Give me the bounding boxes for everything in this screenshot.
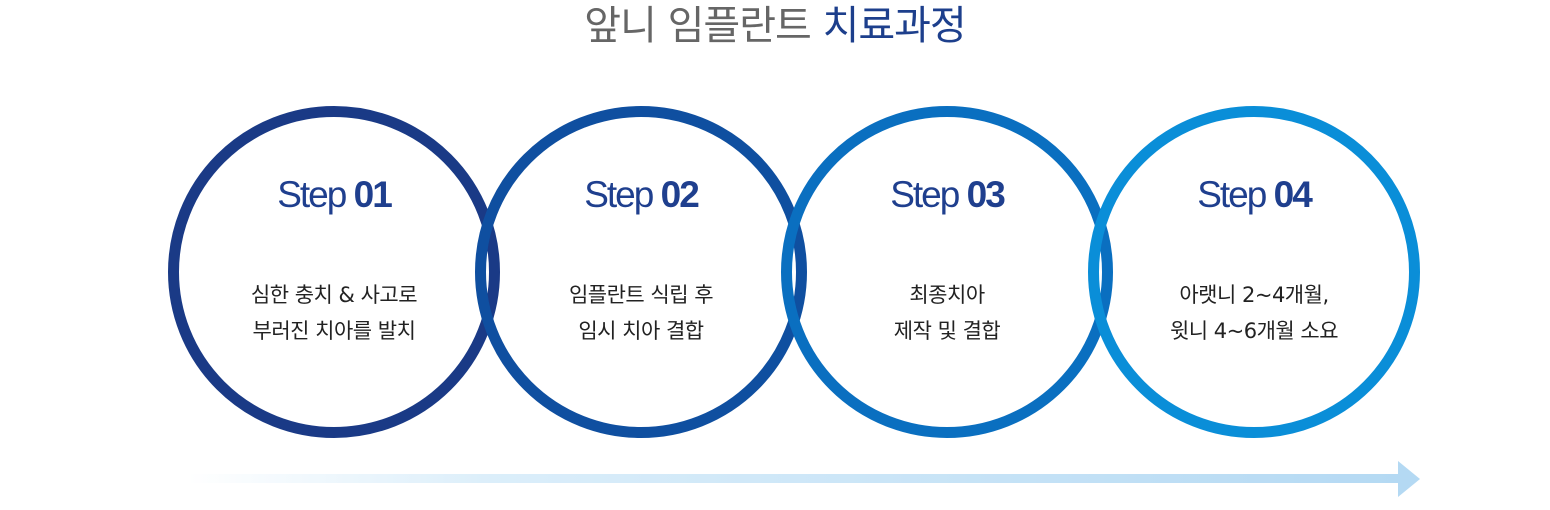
title-highlight: 치료과정: [822, 3, 967, 49]
step-01-circle: Step 01 심한 충치 & 사고로 부러진 치아를 발치: [168, 106, 500, 438]
step-03-number: 03: [966, 174, 1006, 215]
step-02-circle: Step 02 임플란트 식립 후 임시 치아 결합: [475, 106, 807, 438]
step-01-label-prefix: Step: [277, 174, 347, 215]
step-02-number: 02: [660, 174, 700, 215]
title-main: 앞니 임플란트: [584, 3, 812, 49]
step-03-label: Step 03: [792, 171, 1102, 219]
step-01-line1: 심한 충치 & 사고로: [250, 283, 418, 307]
step-03-circle: Step 03 최종치아 제작 및 결합: [781, 106, 1113, 438]
step-03-line2: 제작 및 결합: [893, 319, 1001, 343]
step-01-label: Step 01: [179, 171, 489, 219]
step-01-number: 01: [353, 174, 393, 215]
step-01-description: 심한 충치 & 사고로 부러진 치아를 발치: [179, 277, 489, 349]
arrow-head: [1398, 461, 1420, 497]
step-04-circle: Step 04 아랫니 2~4개월, 윗니 4~6개월 소요: [1088, 106, 1420, 438]
step-03-label-prefix: Step: [890, 174, 960, 215]
step-01-line2: 부러진 치아를 발치: [252, 319, 416, 343]
step-04-line1: 아랫니 2~4개월,: [1179, 283, 1329, 307]
step-02-label: Step 02: [486, 171, 796, 219]
step-02-line1: 임플란트 식립 후: [568, 283, 714, 307]
step-04-description: 아랫니 2~4개월, 윗니 4~6개월 소요: [1099, 277, 1409, 349]
arrow-shaft: [188, 474, 1400, 483]
step-03-line1: 최종치아: [909, 283, 985, 307]
step-02-line2: 임시 치아 결합: [578, 319, 704, 343]
step-02-description: 임플란트 식립 후 임시 치아 결합: [486, 277, 796, 349]
step-04-line2: 윗니 4~6개월 소요: [1169, 319, 1339, 343]
step-04-label: Step 04: [1099, 171, 1409, 219]
step-03-description: 최종치아 제작 및 결합: [792, 277, 1102, 349]
step-04-number: 04: [1273, 174, 1313, 215]
page-title: 앞니 임플란트 치료과정: [0, 0, 1550, 58]
step-04-label-prefix: Step: [1197, 174, 1267, 215]
step-02-label-prefix: Step: [584, 174, 654, 215]
